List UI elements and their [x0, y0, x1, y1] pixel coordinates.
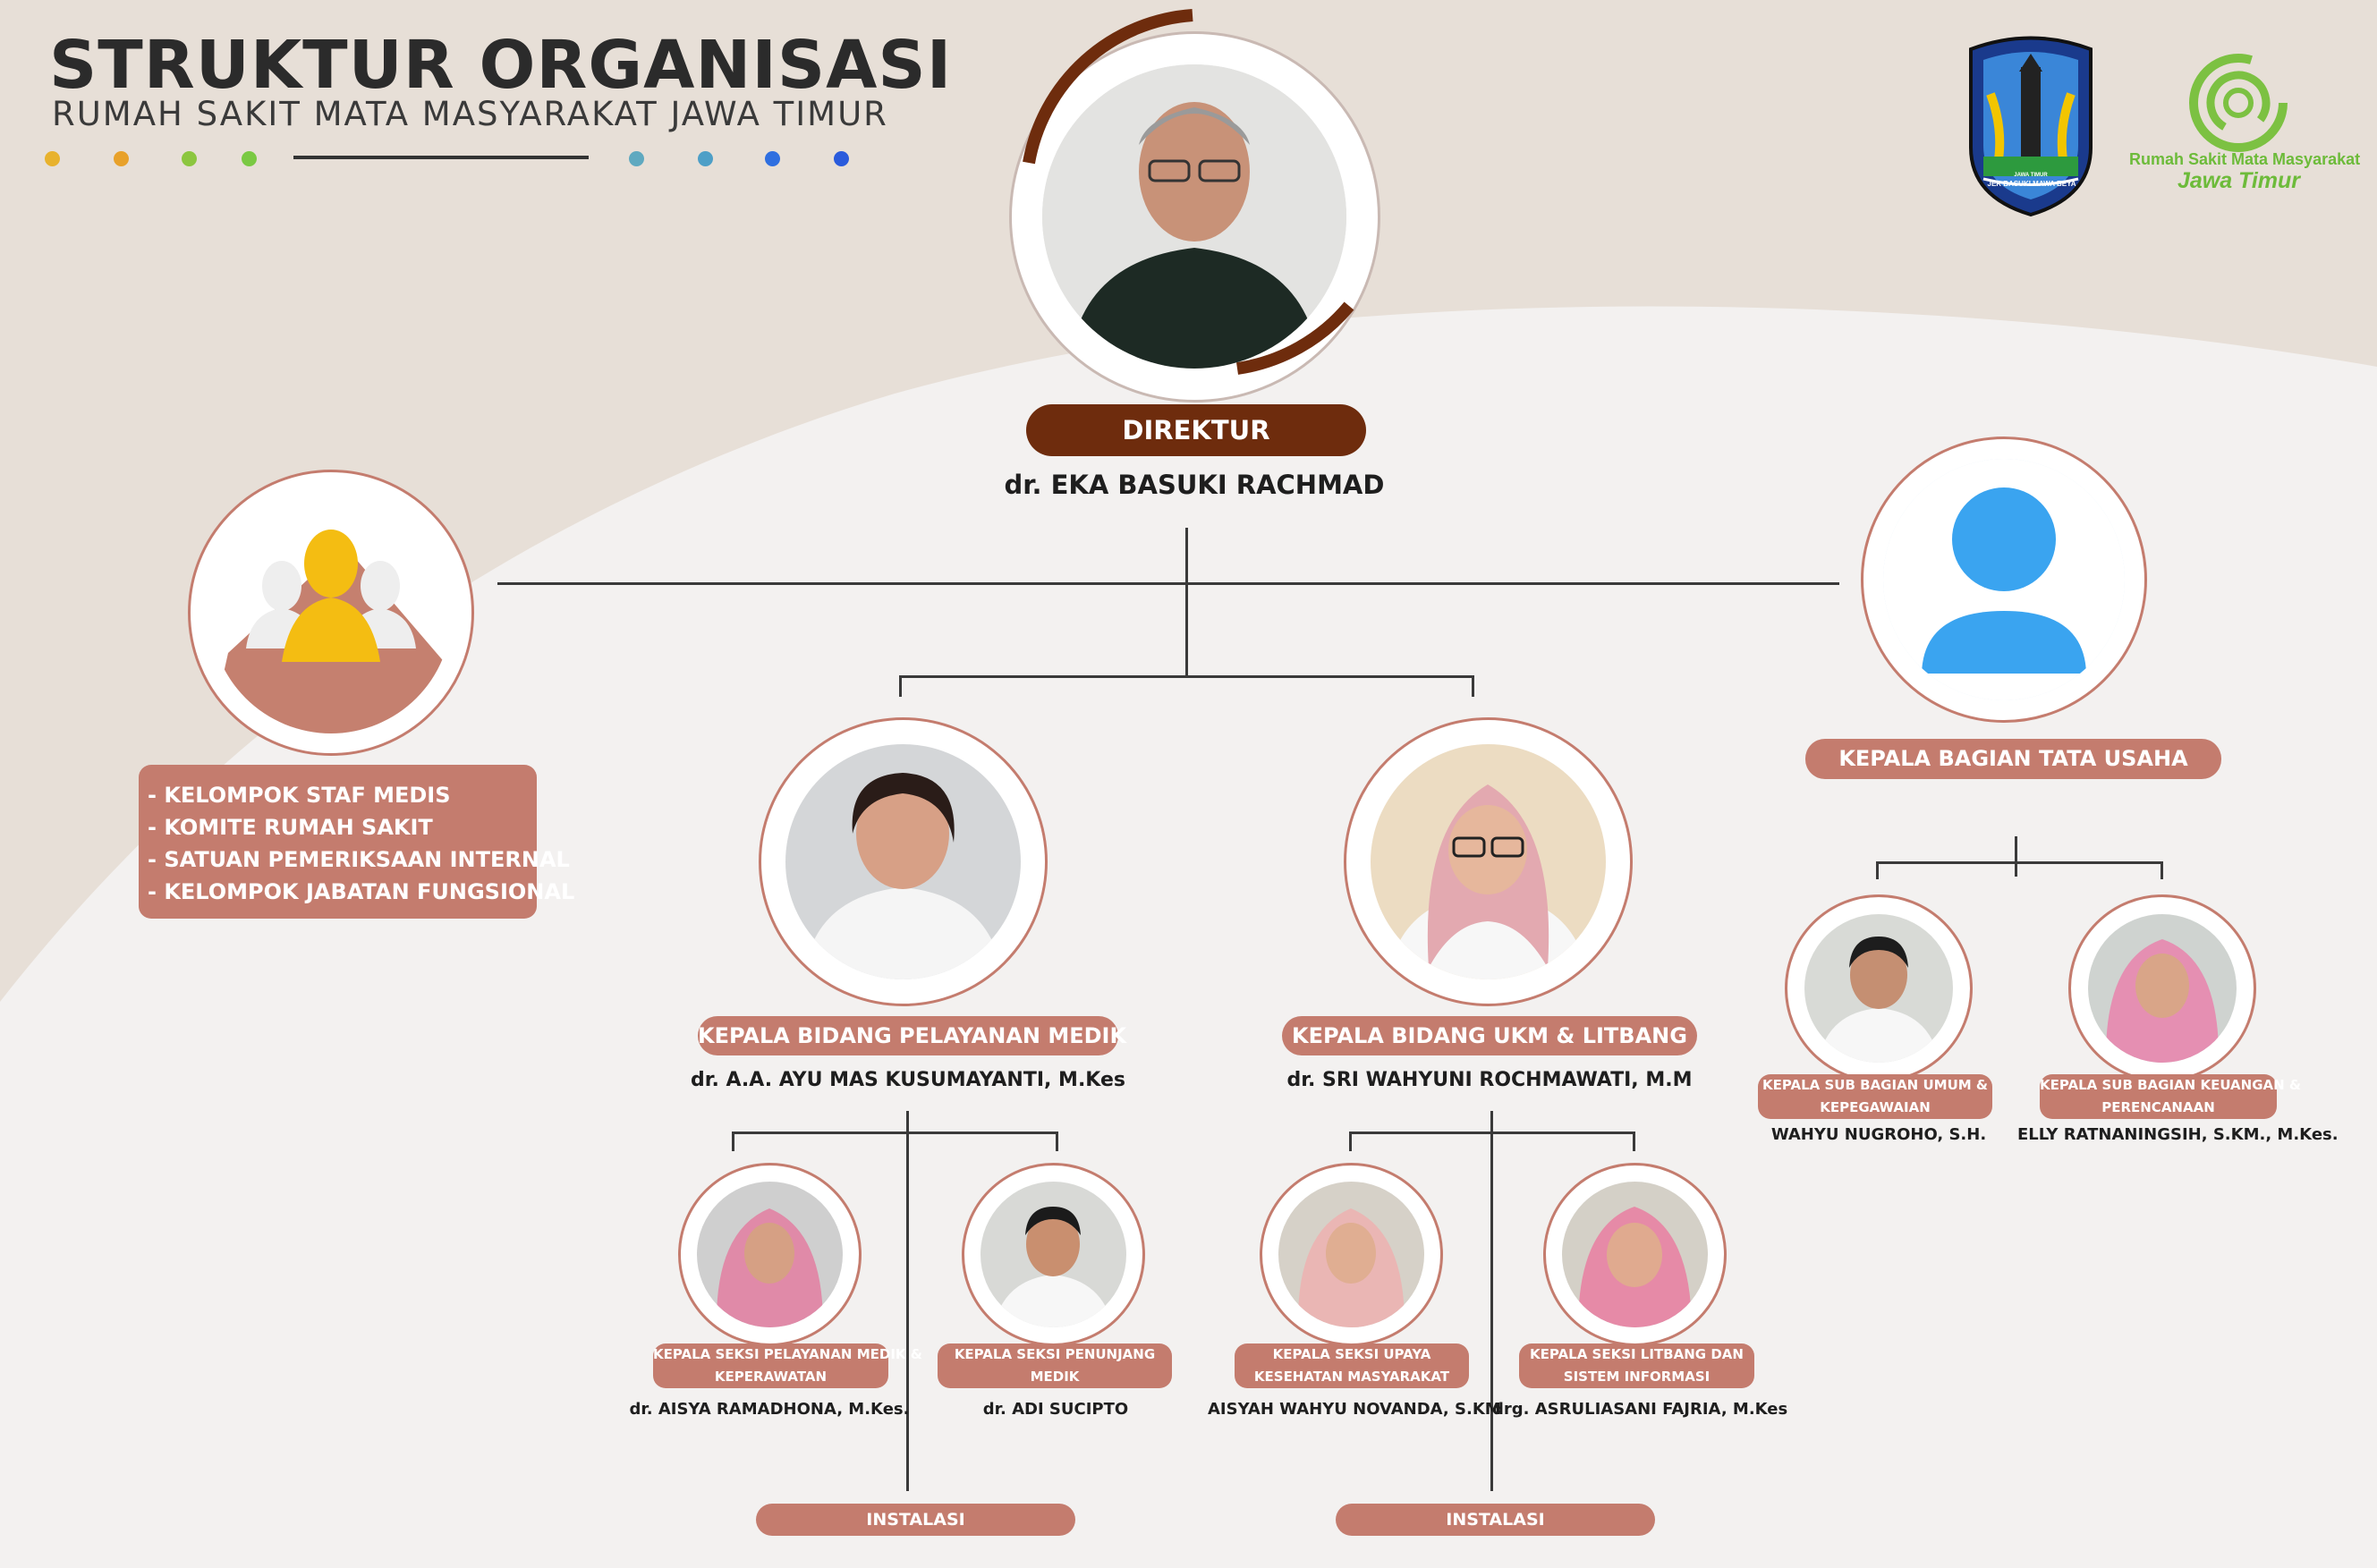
hospital-logo-line1: Rumah Sakit Mata Masyarakat — [2129, 150, 2361, 168]
staff-groups-box: - KELOMPOK STAF MEDIS - KOMITE RUMAH SAK… — [139, 765, 575, 919]
hospital-logo-line2: Jawa Timur — [2177, 168, 2301, 193]
seksi-upaya-name: AISYAH WAHYU NOVANDA, S.KM — [1208, 1400, 1501, 1419]
seksi-medik-role-line2: KEPERAWATAN — [714, 1369, 828, 1385]
sub-umum-photo — [1804, 914, 1953, 1063]
connector-line — [497, 582, 1839, 585]
connector-line — [1349, 1132, 1635, 1134]
decor-dot — [629, 151, 644, 166]
seksi-medik-role-line1: KEPALA SEKSI PELAYANAN MEDIK & — [653, 1346, 922, 1362]
header-divider — [293, 156, 589, 159]
connector-line — [1349, 1132, 1352, 1151]
sub-keuangan-role-line2: PERENCANAAN — [2101, 1099, 2215, 1115]
connector-line — [1876, 861, 2162, 864]
decor-dot — [698, 151, 713, 166]
medik-role-label: KEPALA BIDANG PELAYANAN MEDIK — [698, 1016, 1126, 1055]
director-name: dr. EKA BASUKI RACHMAD — [1004, 470, 1385, 500]
staff-group-item: - SATUAN PEMERIKSAAN INTERNAL — [148, 847, 570, 872]
seksi-litbang-role-line2: SISTEM INFORMASI — [1563, 1369, 1711, 1385]
decor-dot — [242, 151, 257, 166]
sub-keuangan-photo — [2088, 914, 2237, 1063]
instalasi-ukm-label: INSTALASI — [1336, 1504, 1655, 1536]
director-role-label: DIREKTUR — [1026, 404, 1366, 456]
connector-line — [1876, 861, 1879, 879]
sub-umum-role-line1: KEPALA SUB BAGIAN UMUM & — [1762, 1077, 1988, 1093]
decor-dot — [182, 151, 197, 166]
medik-name: dr. A.A. AYU MAS KUSUMAYANTI, M.Kes — [691, 1069, 1125, 1091]
province-motto: JER BASUKI MAWA BEYA — [1987, 180, 2076, 188]
seksi-litbang-role-label: KEPALA SEKSI LITBANG DAN SISTEM INFORMAS… — [1519, 1343, 1754, 1388]
seksi-medik-name: dr. AISYA RAMADHONA, M.Kes. — [629, 1400, 910, 1419]
sub-umum-name: WAHYU NUGROHO, S.H. — [1770, 1125, 1987, 1144]
connector-line — [732, 1132, 734, 1151]
director-photo — [1042, 64, 1346, 369]
user-placeholder-icon — [1883, 459, 2125, 700]
connector-line — [2015, 836, 2017, 877]
seksi-penunjang-role-label: KEPALA SEKSI PENUNJANG MEDIK — [938, 1343, 1172, 1388]
staff-group-icon — [210, 492, 452, 733]
seksi-upaya-role-line2: KESEHATAN MASYARAKAT — [1253, 1369, 1450, 1385]
province-logo: JER BASUKI MAWA BEYA JAWA TIMUR — [1964, 31, 2098, 219]
staff-group-item: - KELOMPOK STAF MEDIS — [148, 783, 451, 808]
connector-line — [1185, 528, 1188, 675]
seksi-medik-role-label: KEPALA SEKSI PELAYANAN MEDIK & KEPERAWAT… — [653, 1343, 922, 1388]
seksi-litbang-photo — [1562, 1182, 1708, 1327]
connector-line — [1633, 1132, 1635, 1151]
connector-line — [899, 675, 902, 697]
seksi-litbang-name: drg. ASRULIASANI FAJRIA, M.Kes — [1492, 1400, 1788, 1419]
seksi-upaya-photo — [1278, 1182, 1424, 1327]
seksi-penunjang-photo — [981, 1182, 1126, 1327]
connector-line — [1472, 675, 1474, 697]
staff-group-item: - KELOMPOK JABATAN FUNGSIONAL — [148, 879, 575, 904]
decor-dot — [114, 151, 129, 166]
sub-keuangan-role-label: KEPALA SUB BAGIAN KEUANGAN & PERENCANAAN — [2040, 1074, 2301, 1119]
tata-usaha-role-label: KEPALA BAGIAN TATA USAHA — [1805, 739, 2221, 779]
decor-dot — [834, 151, 849, 166]
ukm-name: dr. SRI WAHYUNI ROCHMAWATI, M.M — [1286, 1069, 1693, 1091]
decor-dot — [45, 151, 60, 166]
staff-group-item: - KOMITE RUMAH SAKIT — [148, 815, 433, 840]
medik-photo — [785, 744, 1021, 979]
ukm-photo — [1371, 744, 1606, 979]
connector-line — [1490, 1111, 1493, 1491]
decor-dot — [765, 151, 780, 166]
people-group-icon — [210, 492, 452, 733]
decor-arc — [1023, 9, 1354, 375]
sub-keuangan-role-line1: KEPALA SUB BAGIAN KEUANGAN & — [2040, 1077, 2301, 1093]
connector-line — [906, 1111, 909, 1491]
page-subtitle: RUMAH SAKIT MATA MASYARAKAT JAWA TIMUR — [52, 95, 888, 133]
connector-line — [1056, 1132, 1058, 1151]
hospital-logo: Rumah Sakit Mata Masyarakat Jawa Timur — [2129, 54, 2361, 201]
ukm-role-label: KEPALA BIDANG UKM & LITBANG — [1282, 1016, 1697, 1055]
concentric-rings-eye-icon — [2189, 54, 2288, 152]
seksi-penunjang-role-line1: KEPALA SEKSI PENUNJANG — [954, 1346, 1156, 1362]
connector-line — [732, 1132, 1058, 1134]
seksi-litbang-role-line1: KEPALA SEKSI LITBANG DAN — [1530, 1346, 1744, 1362]
sub-umum-role-label: KEPALA SUB BAGIAN UMUM & KEPEGAWAIAN — [1758, 1074, 1992, 1119]
sub-umum-role-line2: KEPEGAWAIAN — [1820, 1099, 1931, 1115]
seksi-medik-photo — [697, 1182, 843, 1327]
instalasi-medik-label: INSTALASI — [756, 1504, 1075, 1536]
seksi-penunjang-role-line2: MEDIK — [1030, 1369, 1080, 1385]
province-top-label: JAWA TIMUR — [2014, 173, 2048, 178]
seksi-penunjang-name: dr. ADI SUCIPTO — [982, 1400, 1129, 1419]
seksi-upaya-role-line1: KEPALA SEKSI UPAYA — [1272, 1346, 1431, 1362]
connector-line — [899, 675, 1473, 678]
tata-usaha-avatar — [1883, 459, 2125, 700]
seksi-upaya-role-label: KEPALA SEKSI UPAYA KESEHATAN MASYARAKAT — [1235, 1343, 1469, 1388]
connector-line — [2161, 861, 2163, 879]
page-title: STRUKTUR ORGANISASI — [49, 27, 953, 104]
sub-keuangan-name: ELLY RATNANINGSIH, S.KM., M.Kes. — [2017, 1125, 2339, 1144]
